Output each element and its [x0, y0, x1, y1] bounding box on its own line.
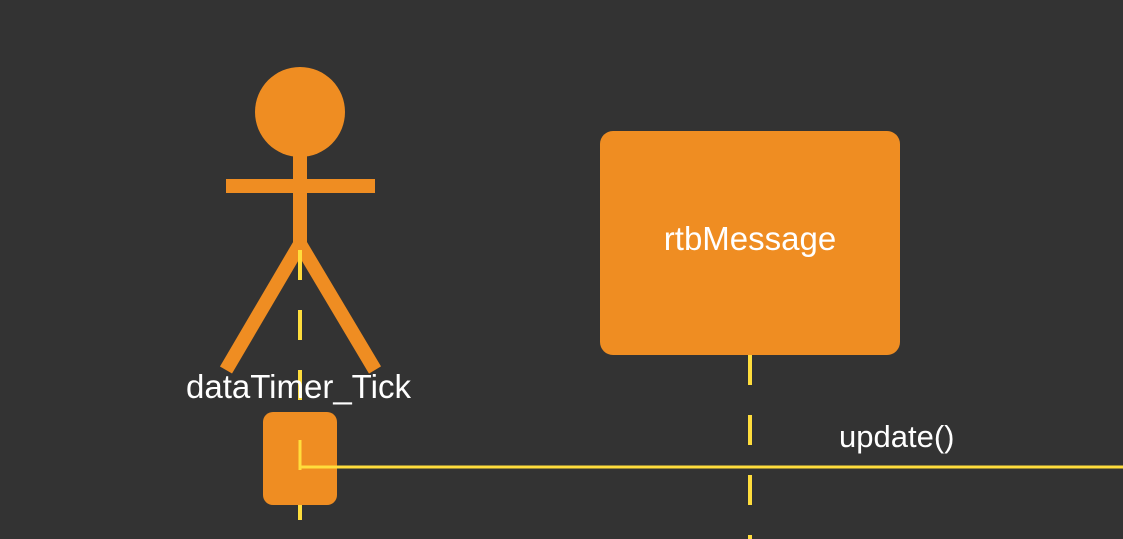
object-label: rtbMessage	[663, 220, 837, 257]
actor-label: dataTimer_Tick	[186, 368, 411, 405]
actor-stick-figure-icon[interactable]	[219, 67, 382, 374]
object-box[interactable]	[600, 131, 900, 355]
actor-right-leg	[293, 240, 382, 374]
actor-left-leg	[219, 240, 307, 374]
actor-head	[255, 67, 345, 157]
message-label: update()	[839, 419, 955, 454]
